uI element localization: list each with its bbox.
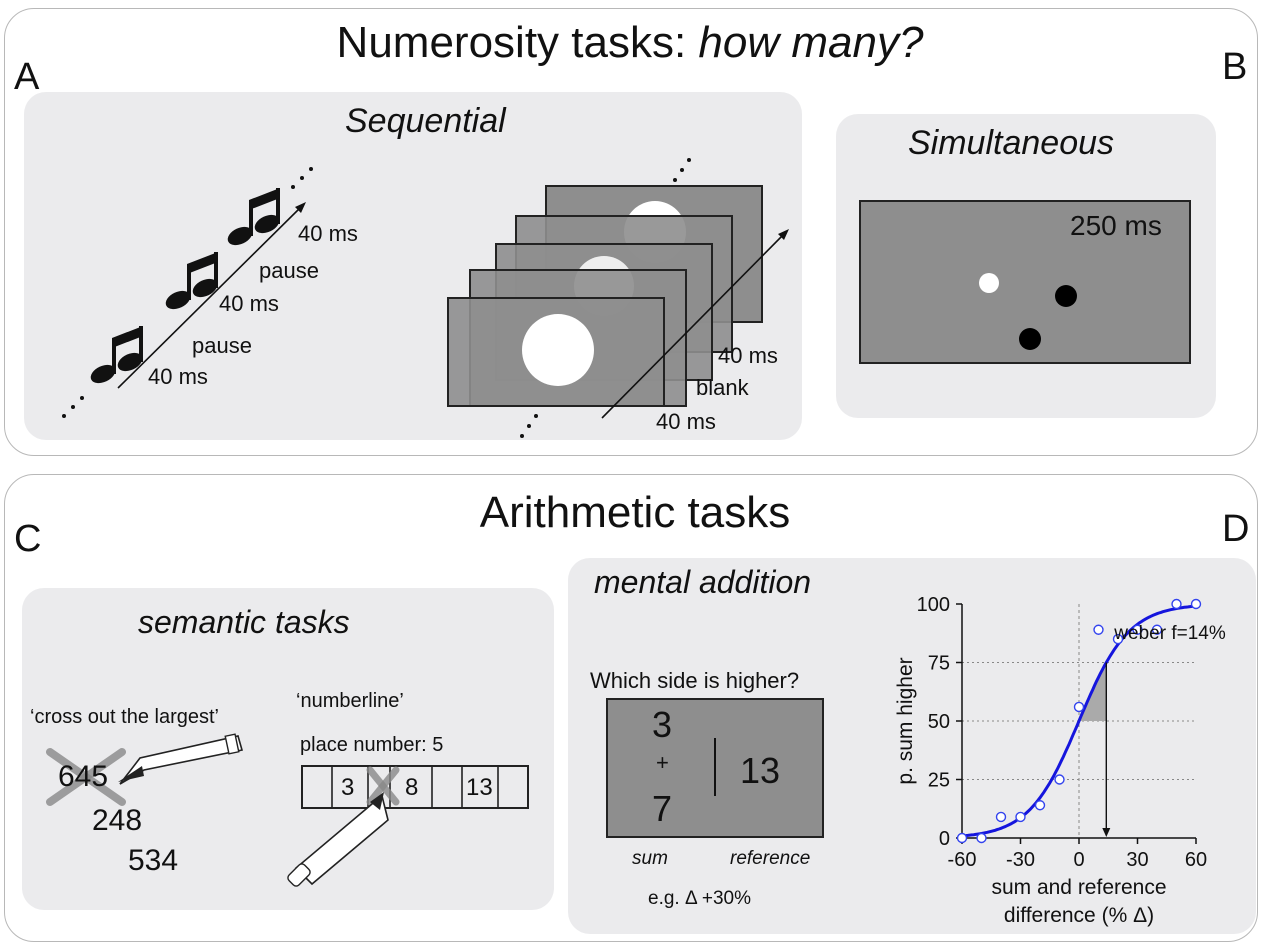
audio-dots-start [62, 396, 84, 418]
cross-mark [46, 748, 126, 806]
black-dot [1019, 328, 1041, 350]
sum-top: 3 [652, 704, 673, 745]
numberline-box [301, 765, 529, 809]
numberline-cell-3: 3 [341, 774, 355, 801]
cross-number-248: 248 [92, 804, 143, 837]
x-tick-label: 30 [1126, 849, 1148, 871]
visual-label-blank: blank [696, 375, 749, 400]
data-point [1093, 624, 1104, 635]
data-point [1112, 633, 1124, 645]
music-note-icon [165, 252, 218, 310]
visual-dots-start [520, 414, 538, 438]
semantic-title: semantic tasks [138, 604, 350, 640]
sum-caption: sum [632, 848, 668, 869]
psychometric-chart: 0 25 50 75 100 -60 -30 0 30 60 weber f=14% p. sum h… [894, 594, 1226, 927]
visual-dot-0 [522, 314, 594, 386]
x-axis-label-line2: difference (% Δ) [1004, 904, 1154, 927]
mental-addition-title: mental addition [594, 564, 812, 600]
fit-curve [961, 604, 1197, 838]
pencil-icon [287, 792, 389, 887]
arithmetic-title: Arithmetic tasks [479, 488, 791, 537]
panel-letter-a: A [14, 56, 40, 98]
data-point [1034, 800, 1046, 811]
white-dot [979, 273, 999, 293]
addition-divider [714, 738, 716, 796]
data-point [976, 832, 987, 844]
y-tick-label: 75 [928, 653, 950, 675]
numberline-cell-13: 13 [466, 774, 493, 801]
audio-label-40ms-2: 40 ms [219, 291, 279, 316]
simultaneous-display [859, 200, 1191, 364]
semantic-diagram [46, 733, 529, 887]
sequential-title: Sequential [345, 102, 506, 140]
audio-arrow-head [295, 202, 306, 213]
x-axis-label: sum and reference [991, 876, 1166, 899]
numberline-cell-8: 8 [405, 774, 419, 801]
reference-caption: reference [730, 848, 811, 869]
data-point [995, 811, 1007, 823]
y-axis-label: p. sum higher [894, 657, 917, 784]
y-tick-label: 0 [939, 828, 950, 850]
data-point [1073, 701, 1085, 713]
cross-number-645: 645 [58, 760, 109, 793]
y-tick-label: 50 [928, 711, 950, 733]
simultaneous-title: Simultaneous [908, 124, 1115, 162]
panel-letter-c: C [14, 518, 42, 560]
panel-letter-b: B [1222, 46, 1248, 88]
sum-operator: + [656, 750, 669, 775]
visual-label-40ms-2: 40 ms [656, 409, 716, 434]
x-tick-label: -30 [1006, 849, 1035, 871]
data-point [1190, 598, 1202, 610]
data-point [956, 832, 968, 844]
data-point [1015, 811, 1026, 823]
sum-bottom: 7 [652, 788, 673, 829]
audio-label-40ms-3: 40 ms [298, 221, 358, 246]
visual-dots-end [673, 158, 691, 182]
data-point [1171, 598, 1182, 610]
weber-arrow-head [1102, 828, 1111, 837]
pencil-icon [118, 733, 244, 785]
audio-dots-end [291, 167, 313, 189]
y-tick-label: 25 [928, 770, 950, 792]
data-point [1151, 624, 1163, 635]
numberline-cross [366, 766, 400, 806]
y-tick-label: 100 [917, 594, 950, 616]
x-tick-label: -60 [948, 849, 977, 871]
question-label: Which side is higher? [590, 668, 800, 693]
example-label: e.g. Δ +30% [648, 888, 752, 909]
x-tick-label: 60 [1185, 849, 1207, 871]
place-number-label: place number: 5 [300, 734, 444, 756]
cross-number-534: 534 [128, 844, 179, 877]
numberline-label: ‘numberline’ [296, 690, 404, 712]
visual-time-arrow [601, 232, 786, 419]
audio-label-40ms-1: 40 ms [148, 364, 208, 389]
visual-label-40ms-1: 40 ms [718, 343, 778, 368]
black-dot [1055, 285, 1077, 307]
numerosity-title: Numerosity tasks: how many? [336, 18, 924, 67]
data-point [1132, 624, 1143, 635]
simultaneous-duration: 250 ms [1070, 210, 1162, 241]
reference-number: 13 [740, 750, 781, 791]
panel-letter-d: D [1222, 508, 1250, 550]
music-note-icon [90, 326, 143, 384]
data-point [1054, 774, 1065, 785]
sequential-diagram [62, 158, 789, 438]
audio-label-pause-1: pause [192, 333, 252, 358]
cross-out-label: ‘cross out the largest’ [30, 706, 219, 728]
visual-arrow-head [778, 229, 789, 240]
x-tick-label: 0 [1073, 849, 1084, 871]
audio-label-pause-2: pause [259, 258, 319, 283]
music-note-icon [227, 188, 280, 246]
weber-annotation: weber f=14% [1113, 623, 1226, 644]
audio-time-arrow [117, 205, 303, 389]
semantic-panel [22, 588, 554, 910]
